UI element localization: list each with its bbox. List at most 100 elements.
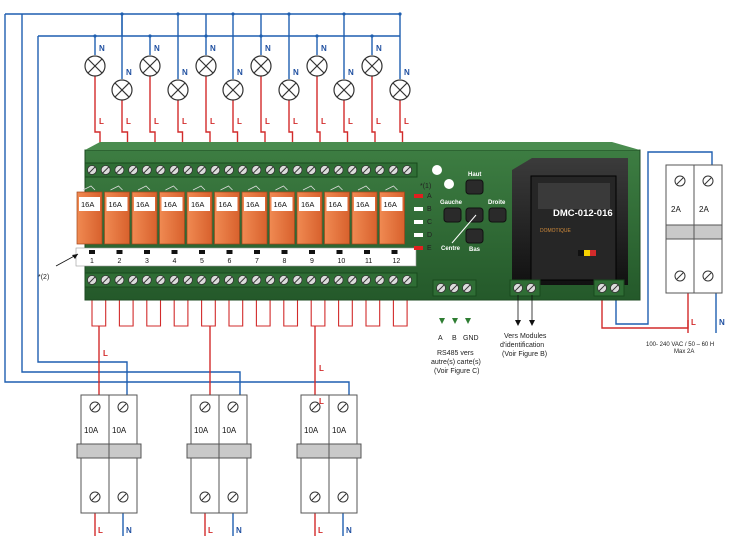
screw-slot [116,276,123,284]
rs485-marker [465,318,471,324]
lamp-neutral-label: N [404,68,410,77]
screw-slot [116,166,123,174]
screw-slot [403,276,411,284]
strip-note-arrowhead [72,254,78,259]
screw-slot [321,166,329,174]
breaker-rating: 10A [332,426,347,435]
breaker-rating: 10A [194,426,209,435]
supply-neutral-wire [615,151,713,325]
rs485-marker [452,318,458,324]
relay-lead [302,185,316,191]
screw-slot [335,276,342,284]
status-led [414,220,423,224]
screw-slot [450,284,458,292]
relay-rating: 16A [384,200,397,209]
up-button[interactable] [465,179,484,195]
screw-slot [211,276,219,284]
left-button-label: Gauche [440,200,463,206]
status-led-label: A [427,193,432,200]
feed-live-label: L [319,397,324,406]
channel-number: 9 [310,258,314,265]
relay-lead [247,185,261,191]
lamp-neutral-label: N [210,44,216,53]
relay-live-jumper [201,285,216,327]
screw-slot [611,284,619,292]
status-led [414,207,423,211]
screw-slot [403,166,411,174]
supply-neutral-label: N [719,318,725,327]
lamp-cross [309,58,325,74]
aux-terminals [432,279,625,324]
rs485-section: A B GND RS485 vers autre(s) carte(s) (Vo… [431,335,481,375]
screw-slot [280,276,288,284]
relay-lead [110,185,123,191]
nav-buttons: Haut Gauche Droite Bas Centre [440,172,507,253]
relay-label-bg [244,197,265,211]
ident-line2: d'identification [500,342,544,349]
channel-number: 4 [173,258,177,265]
breaker-screw-slot [676,177,684,185]
channel-number: 2 [118,258,122,265]
supply-breaker-rating: 2A [671,205,681,214]
rs485-line2: autre(s) carte(s) [431,359,481,366]
screw-slot [266,276,274,284]
screw-slot [348,276,356,284]
screw-slot [376,166,384,174]
status-led [414,233,423,237]
screw-slot [102,166,110,174]
screw-slot [129,276,137,284]
lamp-cross [87,58,103,74]
lamp-live-label: L [293,117,298,126]
screw-slot [239,276,247,284]
flag-black [578,250,584,256]
module-title: DMC-012-016 [553,208,613,219]
lamp-live-label: L [154,117,159,126]
screw-slot [437,284,445,292]
channel-number: 6 [228,258,232,265]
lamp-cross [336,82,352,98]
screw-slot [390,166,397,174]
screw-slot [376,276,384,284]
led-note: *(1) [420,183,431,190]
neutral-link [121,14,262,36]
rs485-terminal-a: A [438,335,443,342]
relay-rating: 16A [81,200,94,209]
down-button[interactable] [465,228,484,244]
channel-led [281,250,288,254]
relay-label-bg [271,197,293,211]
status-led-label: C [427,219,432,226]
screw-slot [266,166,274,174]
center-pointer [451,214,477,244]
relay-label-bg [106,197,128,211]
breaker-rating: 10A [304,426,319,435]
neutral-return [21,14,241,395]
relay-label-bg [189,197,210,211]
lamp-neutral-label: N [265,44,271,53]
breaker-screw-slot [311,403,319,411]
relay-label-bg [216,197,238,211]
screw-slot [157,276,164,284]
top-terminal-strip [84,162,418,178]
relay-lead [275,185,288,191]
breaker-live-label: L [208,526,213,535]
ident-arrowhead-1 [515,320,521,326]
channel-led [254,250,260,254]
relay-label-bg [79,197,100,211]
relay-lead [192,185,206,191]
left-button[interactable] [443,207,462,223]
indicator-dot-1 [432,165,442,175]
center-button[interactable] [465,207,484,223]
relay-rating: 16A [356,200,369,209]
relay-rating: 16A [246,200,259,209]
flag-red [590,250,596,256]
ident-arrowhead-2 [529,320,535,326]
flag-yellow [584,250,590,256]
feed-live-label: L [103,349,108,358]
module-window [538,183,610,209]
screw-slot [198,166,205,174]
relay-live-jumper [146,285,162,327]
right-button[interactable] [488,207,507,223]
status-led-label: D [427,232,432,239]
ident-section: Vers Modules d'identification (Voir Figu… [500,295,547,358]
